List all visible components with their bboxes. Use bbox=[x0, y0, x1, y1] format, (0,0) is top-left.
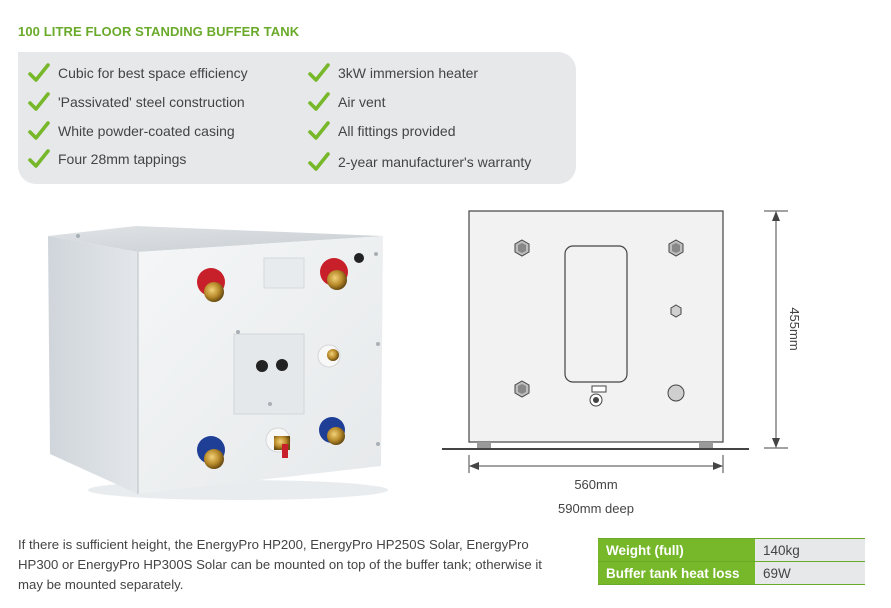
caption-text: If there is sufficient height, the Energ… bbox=[18, 537, 542, 592]
dimension-drawing: 560mm 590mm deep 455mm bbox=[442, 210, 802, 516]
check-icon bbox=[28, 63, 50, 82]
width-dimension-label: 560mm bbox=[574, 477, 617, 492]
check-icon bbox=[308, 152, 330, 171]
spec-table: Weight (full) 140kg Buffer tank heat los… bbox=[598, 538, 865, 585]
depth-dimension-label: 590mm deep bbox=[558, 501, 634, 516]
feature-item: 'Passivated' steel construction bbox=[28, 92, 245, 112]
buffer-tank-photo bbox=[48, 226, 388, 500]
spec-label: Weight (full) bbox=[598, 538, 755, 562]
feature-label: 3kW immersion heater bbox=[338, 65, 479, 81]
table-row: Weight (full) 140kg bbox=[598, 538, 865, 562]
feature-item: 3kW immersion heater bbox=[308, 63, 478, 83]
spec-value: 69W bbox=[755, 561, 865, 585]
table-row: Buffer tank heat loss 69W bbox=[598, 561, 865, 585]
page-title: 100 LITRE FLOOR STANDING BUFFER TANK bbox=[18, 24, 300, 39]
feature-label: Four 28mm tappings bbox=[58, 151, 187, 167]
feature-label: White powder-coated casing bbox=[58, 123, 235, 139]
feature-label: All fittings provided bbox=[338, 123, 456, 139]
feature-item: White powder-coated casing bbox=[28, 121, 235, 141]
feature-label: 2-year manufacturer's warranty bbox=[338, 154, 532, 170]
check-icon bbox=[28, 121, 50, 140]
feature-item: Cubic for best space efficiency bbox=[28, 63, 248, 83]
feature-label: 'Passivated' steel construction bbox=[58, 94, 245, 110]
feature-label: Air vent bbox=[338, 94, 386, 110]
check-icon bbox=[308, 63, 330, 82]
features-panel: Cubic for best space efficiency 'Passiva… bbox=[18, 52, 576, 184]
check-icon bbox=[308, 121, 330, 140]
check-icon bbox=[28, 149, 50, 168]
feature-item: 2-year manufacturer's warranty bbox=[308, 152, 531, 172]
feature-item: Four 28mm tappings bbox=[28, 149, 186, 169]
check-icon bbox=[28, 92, 50, 111]
spec-label: Buffer tank heat loss bbox=[598, 561, 755, 585]
height-dimension-label: 455mm bbox=[787, 307, 802, 350]
feature-item: Air vent bbox=[308, 92, 385, 112]
spec-value: 140kg bbox=[755, 538, 865, 562]
feature-item: All fittings provided bbox=[308, 121, 456, 141]
check-icon bbox=[308, 92, 330, 111]
feature-label: Cubic for best space efficiency bbox=[58, 65, 248, 81]
